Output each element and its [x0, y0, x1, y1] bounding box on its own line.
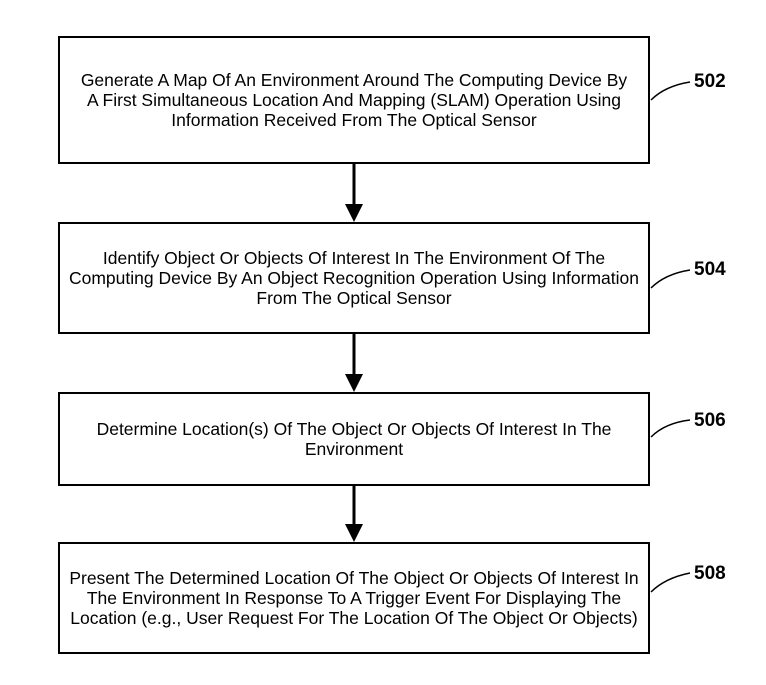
- leader-line-508: [650, 572, 691, 593]
- step-text-506: Determine Location(s) Of The Object Or O…: [96, 419, 612, 459]
- step-text-508: Present The Determined Location Of The O…: [69, 568, 639, 628]
- step-box-502: Generate A Map Of An Environment Around …: [58, 36, 650, 164]
- arrow-head-504-506: [345, 374, 363, 392]
- ref-label-502: 502: [694, 71, 726, 92]
- leader-line-504: [650, 269, 691, 289]
- step-text-504: Identify Object Or Objects Of Interest I…: [68, 248, 639, 308]
- ref-label-508: 508: [694, 563, 726, 584]
- leader-line-502: [650, 81, 691, 101]
- step-box-508: Present The Determined Location Of The O…: [58, 542, 650, 654]
- ref-label-506: 506: [694, 410, 726, 431]
- step-text-502: Generate A Map Of An Environment Around …: [80, 70, 628, 130]
- arrow-head-506-508: [345, 524, 363, 542]
- step-box-504: Identify Object Or Objects Of Interest I…: [58, 222, 650, 334]
- step-box-506: Determine Location(s) Of The Object Or O…: [58, 392, 650, 486]
- leader-line-506: [650, 419, 691, 438]
- arrow-head-502-504: [345, 204, 363, 222]
- ref-label-504: 504: [694, 259, 726, 280]
